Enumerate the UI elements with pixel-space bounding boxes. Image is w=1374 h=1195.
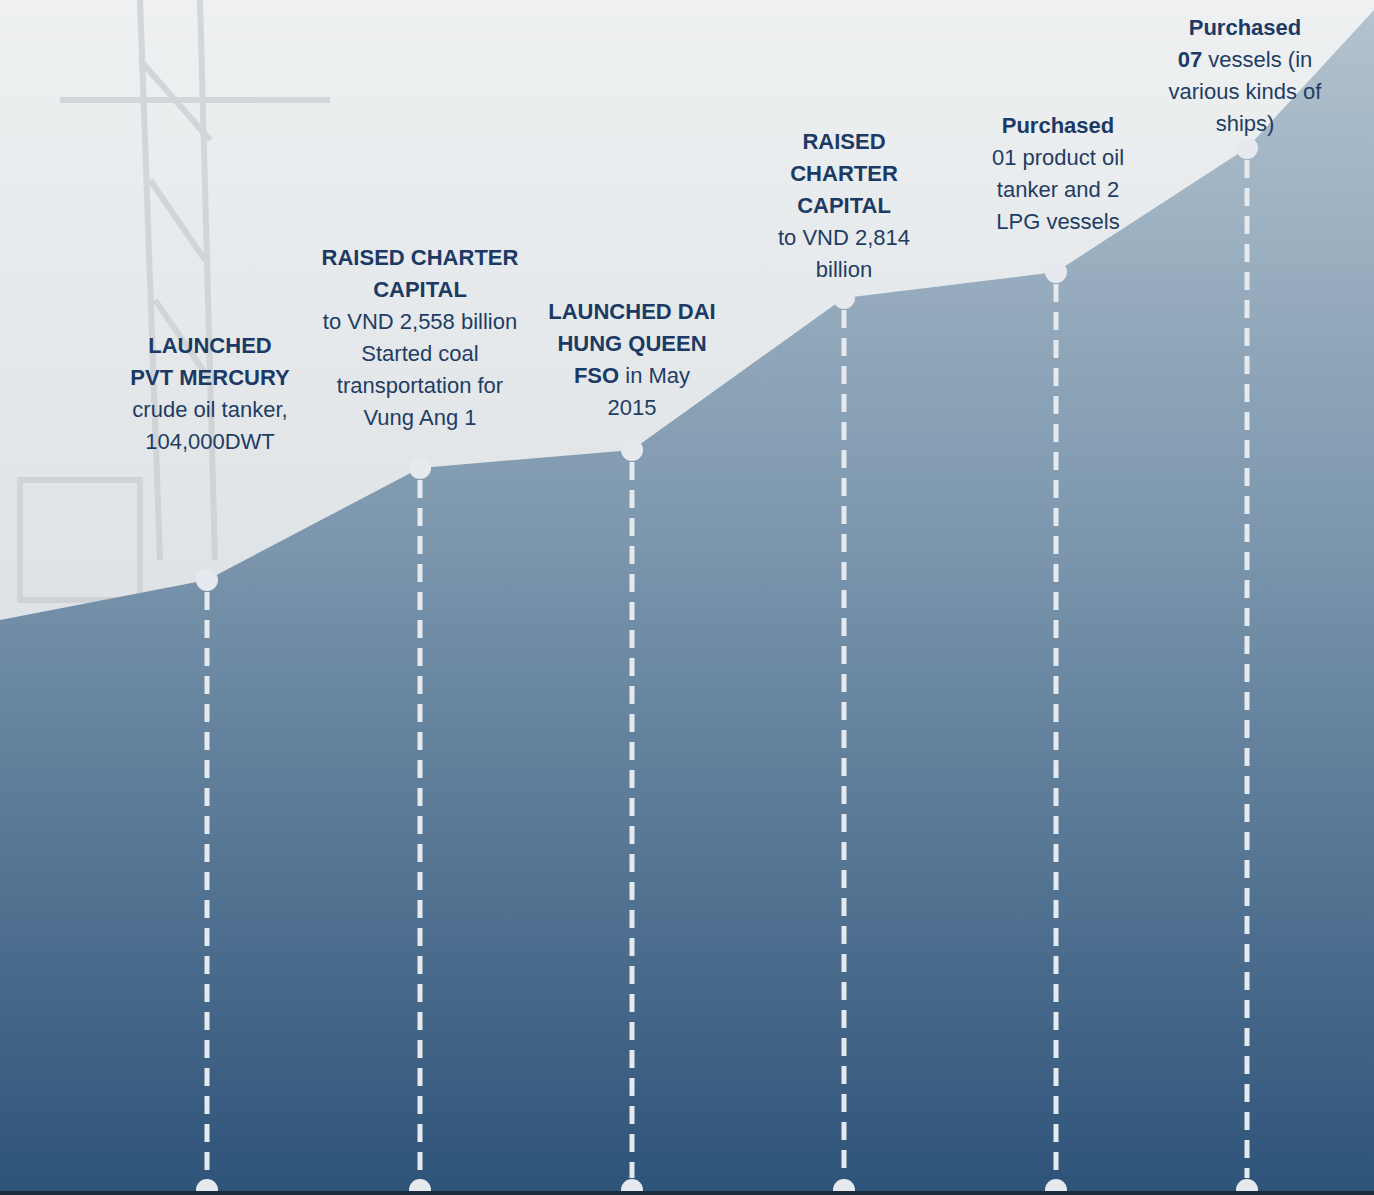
milestone-body: 01 product oil tanker and 2 LPG vessels — [972, 142, 1144, 238]
milestone-body: crude oil tanker, 104,000DWT — [130, 394, 290, 458]
milestone-body: to VND 2,558 billion — [314, 306, 526, 338]
milestone-body: Started coal transportation for Vung Ang… — [314, 338, 526, 434]
milestone-heading: LAUNCHED PVT MERCURY — [130, 330, 290, 394]
milestone-heading: RAISED CHARTER CAPITAL — [314, 242, 526, 306]
milestone-body: to VND 2,814 billion — [769, 222, 919, 286]
milestone-text: Purchased 07 vessels (in various kinds o… — [1147, 12, 1343, 140]
milestone-heading: Purchased — [972, 110, 1144, 142]
milestone-text: RAISED CHARTER CAPITALto VND 2,558 billi… — [314, 242, 526, 434]
milestone-text: RAISED CHARTER CAPITALto VND 2,814 billi… — [769, 126, 919, 286]
milestone-text: LAUNCHED DAI HUNG QUEEN FSO in May 2015 — [547, 296, 717, 424]
milestone-body: in May 2015 — [608, 363, 691, 420]
milestone-heading: 07 — [1178, 47, 1202, 72]
milestone-text: LAUNCHED PVT MERCURYcrude oil tanker, 10… — [130, 330, 290, 458]
milestone-heading: RAISED CHARTER CAPITAL — [769, 126, 919, 222]
milestone-heading: Purchased — [1147, 12, 1343, 44]
milestone-text: Purchased01 product oil tanker and 2 LPG… — [972, 110, 1144, 238]
